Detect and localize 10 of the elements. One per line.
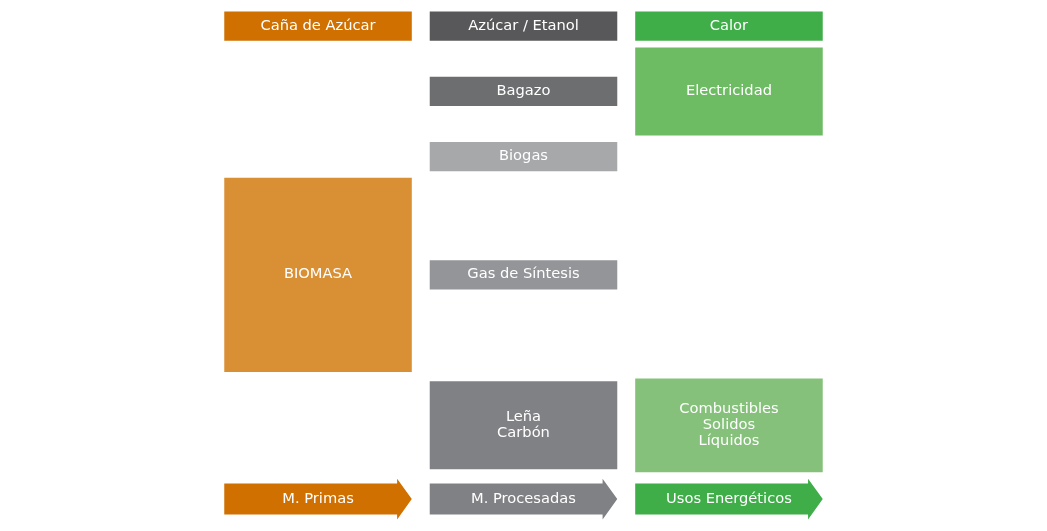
node-box: Gas de Síntesis [429,260,618,290]
node-box: Azúcar / Etanol [429,11,618,41]
node-box: Electricidad [635,47,823,136]
node-box: BIOMASA [224,177,412,372]
node-box: Leña Carbón [429,381,618,470]
node-box: Combustibles Solidos Líquidos [635,378,823,473]
node-box: Calor [635,11,823,41]
node-box: Biogas [429,141,618,172]
node-box: Caña de Azúcar [224,11,412,41]
node-box: Bagazo [429,76,618,107]
